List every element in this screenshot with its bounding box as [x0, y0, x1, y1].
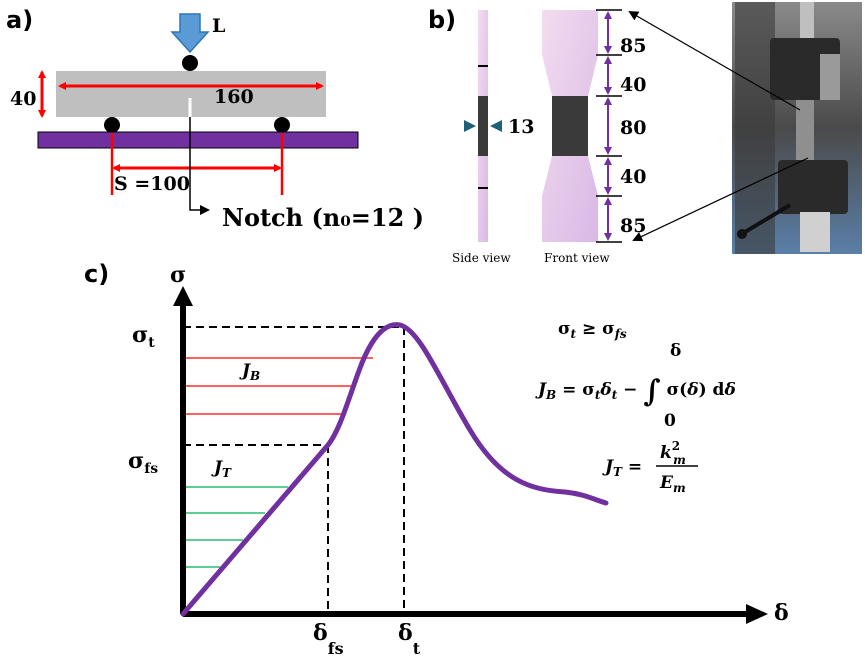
y-axis-symbol: σ [170, 262, 186, 288]
jb-label: JB [239, 361, 260, 383]
thickness-arrow-left [464, 120, 476, 132]
side-view-gauge [478, 96, 488, 156]
stress-separation-curve [180, 322, 609, 617]
axes [173, 286, 768, 624]
eq-jb-upper-limit: δ [670, 341, 681, 361]
delta-fs-label: δfs [313, 620, 344, 658]
test-machine-photo [732, 2, 862, 254]
load-arrow [170, 13, 210, 54]
front-view-gauge [552, 96, 588, 156]
loading-pin [182, 55, 198, 71]
support-base [37, 131, 359, 149]
dim-label-4: 40 [620, 166, 646, 188]
load-label: L [212, 15, 225, 37]
front-view-dimensions [596, 9, 622, 243]
thickness-arrow-right [490, 120, 502, 132]
support-pin-left [104, 117, 120, 133]
jb-hatching [183, 357, 373, 415]
dim-label-2: 40 [620, 74, 646, 96]
jt-hatching [183, 486, 288, 568]
eq-jb: JB = σtδt − ∫ σ(δ) dδ [535, 374, 736, 409]
sigma-t-label: σt [132, 322, 155, 351]
reference-lines [183, 326, 405, 614]
eq-jt-left: JT = [602, 457, 642, 479]
dim-label-5: 85 [620, 215, 646, 237]
dim-label-3: 80 [620, 117, 646, 139]
panel-c-label: c) [84, 260, 109, 288]
eq-inequality: σt ≥ σfs [558, 319, 627, 341]
dim-label-1: 85 [620, 35, 646, 57]
thickness-label: 13 [508, 116, 534, 138]
length-label: 160 [214, 86, 254, 108]
front-view-caption: Front view [544, 251, 610, 265]
notch-leader [189, 117, 210, 215]
panel-a-label: a) [6, 6, 33, 34]
panel-b: b) 13 Side view Front view 85 [428, 2, 862, 265]
panel-b-label: b) [428, 6, 456, 34]
support-pin-right [274, 117, 290, 133]
eq-jb-lower-limit: 0 [664, 411, 676, 431]
sigma-fs-label: σfs [128, 448, 158, 477]
span-label: S =100 [114, 173, 190, 195]
notch-label: Notch (n₀=12 ) [222, 203, 424, 232]
delta-t-label: δt [398, 620, 421, 658]
photo-leader-top [628, 11, 801, 111]
eq-jt-denominator: Em [659, 473, 686, 495]
x-axis-symbol: δ [774, 600, 789, 626]
side-view-caption: Side view [452, 251, 511, 265]
equations: σt ≥ σfs JB = σtδt − ∫ σ(δ) dδ δ 0 JT = … [535, 319, 736, 495]
panel-c: c) σ δ σ [84, 260, 789, 658]
jt-label: JT [211, 458, 232, 480]
height-label: 40 [10, 88, 36, 110]
photo-leader-bottom [632, 157, 809, 242]
panel-a: a) L 160 40 S =100 Notch (n₀=12 ) [6, 6, 424, 232]
